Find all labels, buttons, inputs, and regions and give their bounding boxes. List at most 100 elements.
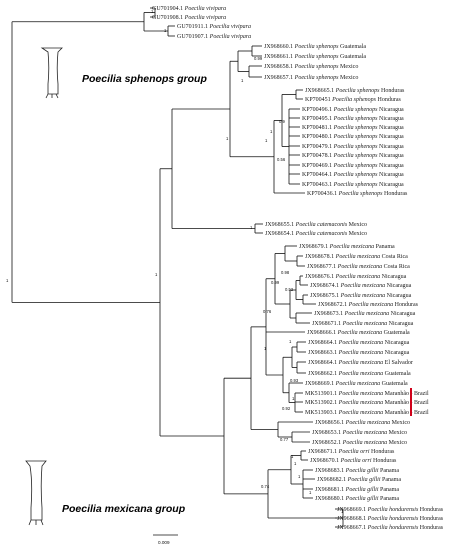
taxon-accession: JX968663.1 [308, 350, 339, 356]
taxon-label: KP700479.1 Poecilia sphenops Nicaragua [302, 144, 404, 150]
taxon-label: GU701911.1 Poecilia vivipara [177, 24, 251, 30]
taxon-species: Poecilia sphenops [333, 163, 378, 169]
taxon-species: Poecilia mexicana [344, 311, 389, 317]
taxon-locality: Nicaragua [387, 321, 413, 327]
taxon-species: Poecilia sphenops [294, 75, 339, 81]
support-value: 1 [292, 396, 295, 401]
taxon-accession: KP700463.1 [302, 182, 334, 188]
taxon-species: Poecilia mexicana [337, 264, 382, 270]
taxon-locality: Maranhão - Brazil [383, 391, 429, 397]
taxon-accession: KP700469.1 [302, 163, 334, 169]
support-value: 1 [155, 272, 158, 277]
taxon-accession: JX968679.1 [299, 244, 330, 250]
taxon-accession: JX968664.1 [308, 360, 339, 366]
taxon-species: Poecilia hondurensis [367, 507, 419, 513]
taxon-species: Poecilia mexicana [342, 321, 387, 327]
support-value: 1 [164, 28, 167, 33]
taxon-accession: KP700495.1 [302, 116, 334, 122]
taxon-accession: KP700480.1 [302, 134, 334, 140]
taxon-accession: JX968656.1 [315, 420, 346, 426]
taxon-species: Poecilia mexicana [338, 350, 383, 356]
taxon-accession: JX968666.1 [307, 330, 338, 336]
taxon-locality: Nicaragua [385, 293, 411, 299]
taxon-accession: JX968654.1 [265, 231, 296, 237]
taxon-locality: Mexico [387, 440, 407, 446]
taxon-label: JX968665.1 Poecilia sphenops Honduras [305, 88, 405, 94]
taxon-label: JX968668.1 Poecilia hondurensis Honduras [337, 516, 444, 522]
taxon-label: JX968674.1 Poecilia mexicana Nicaragua [310, 283, 412, 289]
taxon-label: KP700436.1 Poecilia sphenops Honduras [307, 191, 408, 197]
support-value: 1 [241, 78, 244, 83]
taxon-locality: Guatemala [383, 371, 411, 377]
taxon-species: Poecilia catemaconis [295, 231, 348, 237]
taxon-locality: Maranhão - Brazil [383, 410, 429, 416]
taxon-label: JX968679.1 Poecilia mexicana Panama [299, 244, 395, 250]
taxon-label: JX968683.1 Poecilia gillii Panama [315, 468, 399, 474]
taxon-species: Poecilia sphenops [333, 172, 378, 178]
taxon-label: KP700478.1 Poecilia sphenops Nicaragua [302, 153, 404, 159]
support-value: 0.92 [282, 406, 291, 411]
taxon-locality: El Salvador [383, 360, 413, 366]
taxon-species: Poecilia mexicana [335, 254, 380, 260]
taxon-species: Poecilia mexicana [338, 391, 383, 397]
taxon-accession: JX968678.1 [305, 254, 336, 260]
taxon-locality: Guatemala [380, 381, 408, 387]
support-value: 1 [341, 509, 344, 514]
taxon-species: Poecilia mexicana [342, 440, 387, 446]
taxon-locality: Costa Rica [380, 254, 408, 260]
taxon-locality: Guatemala [339, 44, 367, 50]
taxon-accession: JX968658.1 [264, 64, 295, 70]
taxon-accession: JX968662.1 [308, 371, 339, 377]
taxon-species: Poecilia gillii [345, 487, 379, 493]
support-value: 0.99 [271, 280, 280, 285]
taxon-accession: JX968664.1 [308, 340, 339, 346]
taxon-accession: JX968683.1 [315, 468, 346, 474]
taxon-locality: Honduras [383, 191, 408, 197]
taxon-accession: JX968677.1 [307, 264, 338, 270]
support-value: 1 [250, 225, 253, 230]
taxon-accession: MK513903.1 [305, 410, 339, 416]
taxon-species: Poecilia mexicana [338, 360, 383, 366]
support-value: 1 [298, 474, 301, 479]
taxon-locality: Nicaragua [383, 340, 409, 346]
taxon-label: MK513902.1 Poecilia mexicana Maranhão - … [305, 400, 429, 406]
scale-bar-label: 0.009 [158, 540, 170, 545]
taxon-label: JX968675.1 Poecilia mexicana Nicaragua [310, 293, 412, 299]
taxon-accession: KP700496.1 [302, 107, 334, 113]
support-value: 0.98 [281, 270, 290, 275]
taxon-locality: Mexico [390, 420, 410, 426]
taxon-species: Poecilia mexicana [338, 340, 383, 346]
taxon-locality: Nicaragua [380, 274, 406, 280]
taxon-label: JX968658.1 Poecilia sphenops Mexico [264, 64, 358, 70]
taxon-species: Poecilia mexicana [345, 420, 390, 426]
taxon-accession: JX968669.1 [337, 507, 368, 513]
taxon-locality: Guatemala [382, 330, 410, 336]
taxon-accession: JX968667.1 [337, 525, 368, 531]
taxon-locality: Panama [379, 468, 400, 474]
taxon-locality: Panama [374, 244, 395, 250]
taxon-label: KP700481.1 Poecilia sphenops Nicaragua [302, 125, 404, 131]
taxon-label: JX968680.1 Poecilia gillii Panama [315, 496, 399, 502]
taxon-locality: Mexico [339, 75, 359, 81]
support-value: 1 [270, 129, 273, 134]
taxon-label: JX968669.1 Poecilia mexicana Guatemala [305, 381, 408, 387]
taxon-label: JX968682.1 Poecilia gillii Panama [317, 477, 401, 483]
taxon-label: JX968656.1 Poecilia mexicana Mexico [315, 420, 410, 426]
taxon-species: Poecilia mexicana [338, 371, 383, 377]
support-value: 0.99 [254, 56, 263, 61]
taxon-accession: GU701908.1 [152, 15, 185, 21]
taxon-label: JX968669.1 Poecilia hondurensis Honduras [337, 507, 444, 513]
taxon-accession: JX968681.1 [315, 487, 346, 493]
taxon-species: Poecilia gillii [345, 468, 379, 474]
taxon-locality: Honduras [393, 302, 418, 308]
taxon-locality: Panama [381, 477, 402, 483]
taxon-label: JX968673.1 Poecilia mexicana Nicaragua [314, 311, 416, 317]
taxon-accession: JX968682.1 [317, 477, 348, 483]
taxon-species: Poecilia vivipara [184, 6, 227, 12]
taxon-species: Poecilia hondurensis [367, 516, 419, 522]
taxon-label: KP700480.1 Poecilia sphenops Nicaragua [302, 134, 404, 140]
taxon-species: Poecilia sphenops [333, 144, 378, 150]
taxon-label: KP700463.1 Poecilia sphenops Nicaragua [302, 182, 404, 188]
